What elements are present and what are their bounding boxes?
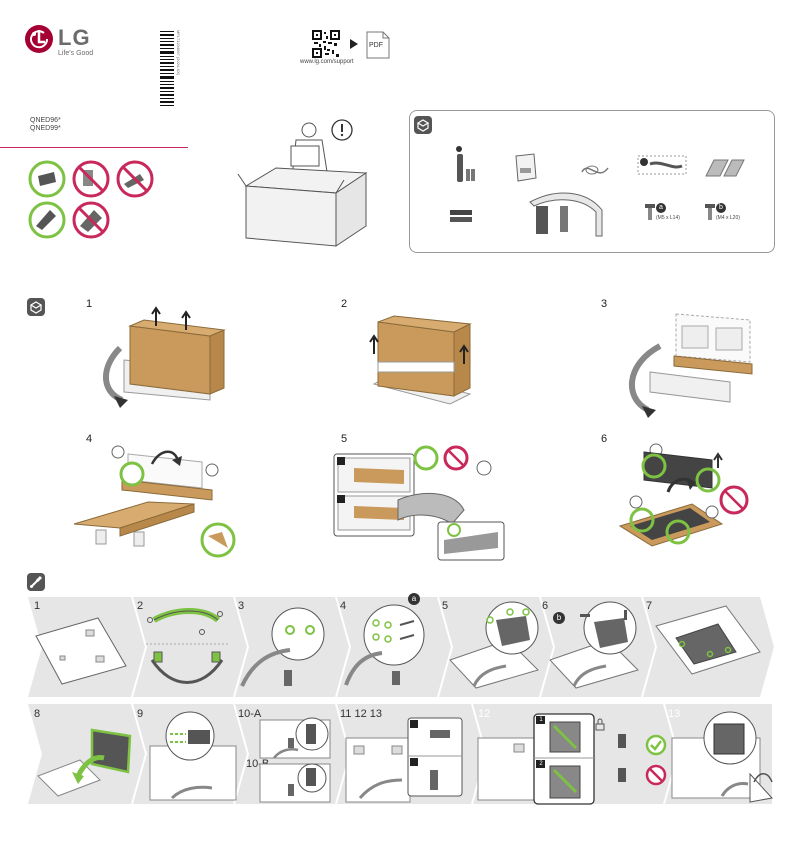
assembly-step-6-num: 6 — [542, 600, 549, 612]
no-push-icon — [72, 160, 110, 198]
model-2: QNED99* — [30, 125, 61, 132]
no-corner-icon — [72, 201, 110, 239]
barcode: MFL71234567 (2024-XX) — [160, 30, 181, 108]
qr-code[interactable] — [312, 30, 340, 58]
assembly-step-8-stand-up — [37, 728, 132, 797]
unpack-step-6-num: 6 — [601, 433, 608, 445]
assembly-step-2-stand-parts — [146, 608, 228, 684]
unpack-step-3-num: 3 — [601, 298, 608, 310]
assembly-step-13-finish — [671, 711, 773, 803]
pdf-label: PDF — [369, 42, 383, 49]
box-open-icon — [29, 301, 43, 314]
assembly-step-2-num: 2 — [137, 600, 144, 612]
assembly-step-5-tv-neck — [449, 601, 539, 689]
unpack-badge — [27, 298, 45, 316]
barcode-text: MFL71234567 (2024-XX) — [176, 30, 181, 76]
assembly-step-1-tv-face-down — [35, 617, 127, 685]
assembly-step-6-badge-b: b — [553, 612, 565, 624]
cable-icon — [581, 165, 609, 175]
assembly-step-4-badge-a: a — [408, 593, 420, 605]
unpack-step-5-num: 5 — [341, 433, 348, 445]
assembly-step-9-num: 9 — [137, 708, 144, 720]
unpack-step-4-illustration — [73, 445, 236, 558]
pdf-document[interactable]: PDF — [366, 31, 390, 59]
assembly-step-10a-num: 10-A — [238, 708, 262, 720]
box-open-icon — [416, 119, 430, 132]
assembly-step-7-num: 7 — [646, 600, 653, 612]
assembly-step-6-screw-b — [549, 601, 639, 689]
unpack-step-2-illustration — [369, 315, 472, 405]
assembly-step-10b-cable — [259, 763, 331, 803]
arrow-right-icon — [350, 39, 358, 49]
read-manual-illustration — [236, 118, 376, 248]
assembly-step-3-attach-base — [240, 607, 325, 687]
unpack-step-3-illustration — [629, 313, 753, 418]
cable-holder-icon — [450, 210, 472, 222]
screw-b-spec: (M4 x L20) — [716, 215, 740, 221]
screwdriver-icon — [30, 575, 43, 588]
assembly-step-12-num: 12 — [478, 708, 491, 720]
assembly-step-12-cable-cover — [477, 713, 667, 805]
unpack-step-1-illustration — [103, 306, 226, 408]
assembly-badge — [27, 573, 45, 591]
lg-logo-text: LG — [58, 25, 91, 50]
model-1: QNED96* — [30, 117, 61, 124]
lg-emblem-icon — [25, 25, 53, 53]
assembly-step-12-sub-2: 2 — [537, 760, 545, 768]
assembly-step-9-cable-clip — [149, 711, 237, 801]
screw-a-icon — [645, 204, 655, 220]
assembly-step-4-num: 4 — [340, 600, 347, 612]
manual-icon — [515, 153, 537, 182]
lg-tagline: Life's Good — [58, 50, 94, 57]
qr-code-icon — [312, 30, 340, 58]
lock-icon — [595, 718, 605, 731]
divider-pink — [0, 147, 188, 148]
assembly-step-12-sub-1: 1 — [537, 716, 545, 724]
screw-a-badge: a — [656, 203, 666, 213]
ok-lift-icon — [28, 160, 66, 198]
components-badge — [414, 116, 432, 134]
cable-tie-icon — [637, 155, 687, 175]
pdf-icon — [366, 31, 390, 59]
lg-logo: LG Life's Good — [24, 24, 94, 60]
assembly-step-8-num: 8 — [34, 708, 41, 720]
assembly-step-3-num: 3 — [238, 600, 245, 612]
support-url[interactable]: www.lg.com/support — [300, 59, 354, 65]
handling-warnings — [28, 158, 158, 239]
assembly-step-5-num: 5 — [442, 600, 449, 612]
assembly-step-13-num: 13 — [668, 708, 681, 720]
assembly-step-4-screws — [344, 604, 425, 686]
unpack-step-6-illustration — [618, 443, 749, 547]
ok-corner-icon — [28, 201, 66, 239]
remote-batteries-icon — [456, 146, 475, 182]
no-press-icon — [116, 160, 154, 198]
screw-b-icon — [705, 204, 715, 220]
stand-parts-icon — [529, 192, 603, 237]
unpack-step-2-num: 2 — [341, 298, 348, 310]
assembly-step-1-num: 1 — [34, 600, 41, 612]
barcode-graphic — [160, 30, 174, 108]
assembly-step-11-13-num: 11 12 13 — [340, 708, 383, 720]
assembly-step-7-cover — [655, 605, 761, 675]
unpack-step-5-illustration — [333, 445, 505, 561]
warning-bubble-icon — [331, 119, 353, 141]
screw-a-spec: (M5 x L14) — [656, 215, 680, 221]
unpack-step-4-num: 4 — [86, 433, 93, 445]
assembly-step-10a-cable — [259, 717, 331, 759]
pads-icon — [705, 159, 745, 177]
assembly-step-11-13-routing — [345, 717, 463, 803]
unpack-step-1-num: 1 — [86, 298, 93, 310]
components-panel — [409, 110, 775, 253]
screw-b-badge: b — [716, 203, 726, 213]
